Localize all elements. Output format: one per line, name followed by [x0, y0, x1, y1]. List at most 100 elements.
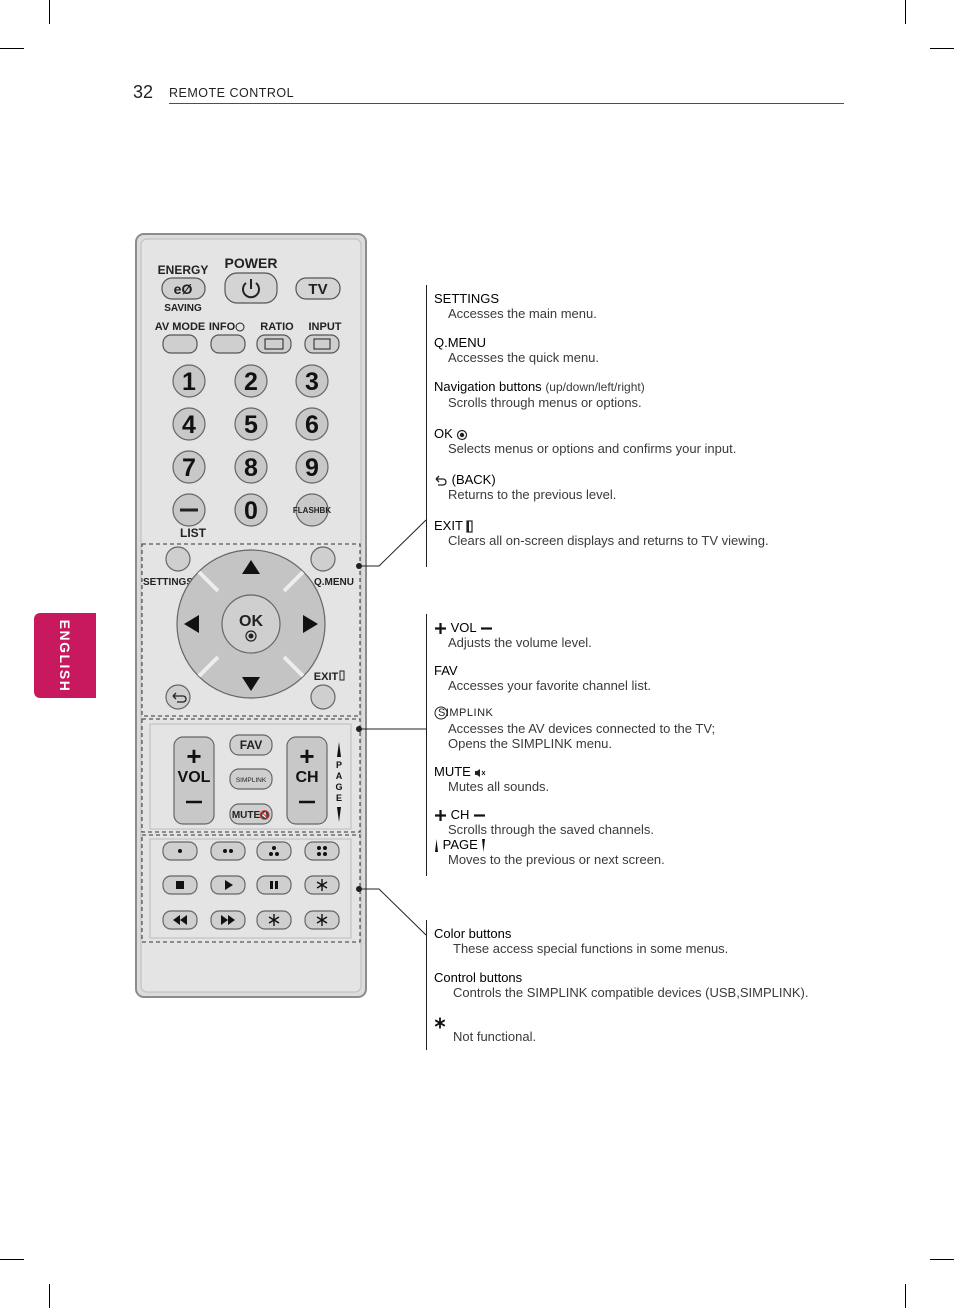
entry-exit: EXIT Clears all on-screen displays and r… — [434, 518, 769, 548]
control-button[interactable] — [256, 841, 292, 861]
info-button[interactable] — [210, 334, 246, 354]
digit-button[interactable] — [295, 364, 329, 398]
page-up-arrow-icon — [337, 742, 341, 757]
page-letter-p: P — [336, 760, 342, 770]
nav-down-arrow-icon — [242, 677, 260, 691]
language-tab: ENGLISH — [34, 613, 96, 698]
nav-left-arrow-icon — [184, 615, 199, 633]
back-arrow-icon — [172, 692, 187, 703]
back-button[interactable] — [165, 684, 191, 710]
entry-description: Moves to the previous or next screen. — [448, 852, 665, 868]
digit-button[interactable] — [172, 407, 206, 441]
description-group-volume: VOL Adjusts the volume level. FAV Access… — [426, 614, 715, 876]
vol-rocker[interactable] — [173, 736, 215, 825]
color-1-dot-icon — [178, 849, 182, 853]
back-arrow-icon — [435, 475, 447, 486]
digit-label: 2 — [244, 368, 258, 396]
entry-title: VOL — [450, 620, 477, 635]
entry-title: (BACK) — [451, 472, 496, 487]
simplink-logo-icon: SIMPLINK — [236, 777, 267, 784]
digit-button[interactable] — [234, 364, 268, 398]
control-button[interactable] — [210, 841, 246, 861]
input-button[interactable] — [304, 334, 340, 354]
page-letter-a: A — [336, 771, 343, 781]
entry-page: PAGE Moves to the previous or next scree… — [434, 837, 715, 867]
power-label: POWER — [225, 255, 278, 271]
exit-icon — [466, 520, 473, 533]
digit-button[interactable] — [295, 450, 329, 484]
fav-button[interactable] — [229, 734, 273, 756]
ch-rocker[interactable] — [286, 736, 328, 825]
digit-label: 7 — [182, 454, 196, 482]
digit-button[interactable] — [295, 407, 329, 441]
zero-label: 0 — [244, 497, 258, 525]
flashbk-button[interactable] — [295, 493, 329, 527]
page-letter-e: E — [336, 793, 342, 803]
entry-simplink: SIMPLINK Accesses the AV devices connect… — [434, 706, 715, 751]
energy-saving-button[interactable] — [161, 277, 206, 300]
control-section-outline — [141, 834, 361, 943]
control-button[interactable] — [256, 875, 292, 895]
qmenu-label: Q.MENU — [314, 577, 354, 588]
entry-ch: CH Scrolls through the saved channels. — [434, 807, 715, 837]
ok-label: OK — [239, 613, 263, 630]
entry-description: Accesses the main menu. — [448, 306, 597, 321]
crop-mark — [905, 1284, 906, 1308]
ok-button[interactable] — [221, 594, 281, 654]
entry-back: (BACK) Returns to the previous level. — [434, 472, 769, 502]
exit-icon — [339, 670, 345, 681]
section-title: REMOTE CONTROL — [169, 86, 295, 100]
tv-label: TV — [308, 281, 327, 298]
entry-settings: SETTINGS Accesses the main menu. — [434, 291, 769, 321]
crop-mark — [49, 0, 50, 24]
mute-button[interactable] — [229, 803, 273, 825]
entry-description: These access special functions in some m… — [453, 941, 729, 956]
page-number: 32 — [133, 82, 154, 102]
crop-mark — [49, 1284, 50, 1308]
settings-button[interactable] — [165, 546, 191, 572]
minus-icon — [480, 627, 492, 630]
list-label: LIST — [180, 526, 207, 540]
av-mode-button[interactable] — [162, 334, 198, 354]
digit-label: 8 — [244, 454, 258, 482]
control-button[interactable] — [304, 841, 340, 861]
crop-mark — [930, 1259, 954, 1260]
nav-section-outline — [141, 543, 361, 717]
fav-label: FAV — [240, 738, 262, 752]
play-icon — [225, 880, 233, 890]
plus-icon — [435, 810, 446, 822]
input-icon — [313, 338, 331, 350]
ok-dot-icon — [245, 630, 257, 642]
vol-plus-icon: + — [186, 741, 201, 771]
page-letter-g: G — [335, 782, 342, 792]
asterisk-icon — [268, 914, 280, 926]
simplink-button[interactable] — [229, 768, 273, 790]
entry-title: OK — [434, 426, 453, 441]
entry-title: Control buttons — [434, 970, 523, 985]
control-buttons[interactable] — [162, 841, 340, 930]
digit-button[interactable] — [172, 450, 206, 484]
qmenu-button[interactable] — [310, 546, 336, 572]
mute-icon: 🔇 — [259, 809, 270, 820]
vol-label: VOL — [178, 769, 211, 786]
entry-description: Not functional. — [453, 1029, 537, 1044]
entry-description: Adjusts the volume level. — [448, 635, 592, 651]
entry-vol: VOL Adjusts the volume level. — [434, 620, 715, 650]
digit-button[interactable] — [172, 364, 206, 398]
zero-button[interactable] — [234, 493, 268, 527]
entry-title: CH — [450, 807, 470, 823]
rewind-icon — [173, 915, 180, 925]
entry-description: Accesses your favorite channel list. — [448, 678, 652, 694]
entry-title: EXIT — [434, 518, 463, 533]
ratio-button[interactable] — [256, 334, 292, 354]
digit-button[interactable] — [234, 450, 268, 484]
digit-button[interactable] — [234, 407, 268, 441]
flashbk-label: FLASHBK — [293, 506, 331, 515]
tv-button[interactable] — [295, 277, 341, 300]
exit-button[interactable] — [310, 684, 336, 710]
ratio-label: RATIO — [260, 321, 294, 333]
entry-description: Controls the SIMPLINK compatible devices… — [453, 985, 809, 1000]
simplink-logo-icon: SIMPLINK — [434, 706, 715, 721]
entry-title: Q.MENU — [434, 335, 486, 350]
